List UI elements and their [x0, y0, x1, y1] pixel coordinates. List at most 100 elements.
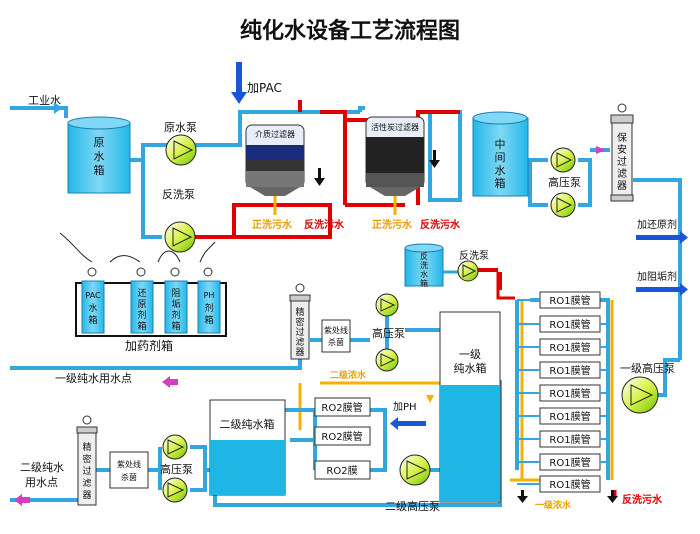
label-backwash-pump: 反洗泵: [162, 188, 195, 201]
svg-text:水: 水: [495, 164, 506, 177]
svg-text:RO1膜管: RO1膜管: [549, 387, 590, 400]
label-backwash-sewage: 反洗污水: [622, 493, 663, 506]
svg-text:密: 密: [295, 316, 304, 328]
svg-text:紫处线: 紫处线: [324, 325, 348, 335]
dosing-tanks: PAC 水 箱 还 原 剂 箱 阻 垢 剂 箱 PH 剂 箱: [59, 232, 227, 337]
svg-text:杀菌: 杀菌: [121, 472, 137, 482]
svg-text:箱: 箱: [137, 320, 146, 332]
label-primary-use-point: 一级纯水用水点: [55, 372, 132, 385]
svg-text:安: 安: [617, 143, 627, 156]
svg-text:PAC: PAC: [85, 291, 101, 300]
label-secondary-concentrate: 二级浓水: [330, 369, 367, 381]
page-title: 纯化水设备工艺流程图: [240, 18, 460, 44]
svg-text:活性炭过滤器: 活性炭过滤器: [371, 122, 419, 132]
svg-text:RO1膜管: RO1膜管: [549, 478, 590, 491]
svg-text:RO2膜管: RO2膜管: [321, 401, 362, 414]
raw-water-pump: [165, 134, 197, 166]
raw-water-tank: 原 水 箱: [67, 116, 131, 194]
svg-text:箱: 箱: [171, 320, 180, 332]
label-backwash-pump-2: 反洗泵: [459, 250, 489, 262]
svg-text:RO1膜管: RO1膜管: [549, 341, 590, 354]
high-pressure-pumps-3: [162, 434, 188, 503]
svg-text:杀菌: 杀菌: [328, 337, 344, 347]
svg-text:二级纯水箱: 二级纯水箱: [220, 417, 275, 431]
bottom-down-arrows: [517, 490, 618, 503]
label-primary-hp-pump: 一级高压泵: [620, 361, 675, 375]
ro1-membranes: RO1膜管 RO1膜管 RO1膜管 RO1膜管 RO1膜管 RO1膜管 RO1膜…: [539, 291, 601, 493]
svg-text:滤: 滤: [295, 336, 304, 348]
svg-text:精: 精: [82, 441, 91, 453]
ro2-membranes: RO2膜管 RO2膜管 RO2膜: [314, 397, 371, 480]
svg-text:RO1膜管: RO1膜管: [549, 318, 590, 331]
svg-text:箱: 箱: [495, 176, 506, 190]
label-backwash-waste-2: 反洗污水: [420, 218, 461, 231]
svg-text:RO1膜管: RO1膜管: [549, 433, 590, 446]
label-rinse-waste-1: 正洗污水: [252, 218, 293, 231]
precision-filter-2: 精 密 过 滤 器: [76, 415, 98, 506]
svg-text:原: 原: [94, 136, 105, 149]
svg-text:紫处线: 紫处线: [117, 459, 141, 469]
svg-text:介质过滤器: 介质过滤器: [255, 129, 295, 139]
svg-text:水: 水: [88, 302, 97, 314]
mid-red-pipes: [496, 272, 617, 497]
svg-text:RO2膜: RO2膜: [326, 465, 357, 477]
svg-text:器: 器: [82, 490, 91, 501]
svg-text:密: 密: [82, 453, 91, 465]
svg-text:器: 器: [295, 347, 304, 358]
orange-down-arrow: [426, 395, 434, 403]
svg-text:精: 精: [295, 306, 304, 318]
magenta-arrow-3: [14, 494, 30, 506]
magenta-arrow-2: [162, 376, 178, 388]
svg-text:反: 反: [420, 251, 428, 261]
label-add-ph: 加PH: [393, 401, 417, 413]
blue-arrow-antiscalant: [636, 283, 688, 296]
svg-text:过: 过: [82, 465, 91, 477]
pac-arrow: [231, 62, 247, 104]
svg-text:箱: 箱: [94, 163, 105, 177]
label-secondary-use-point-2: 用水点: [25, 476, 58, 489]
svg-text:一级: 一级: [459, 348, 481, 361]
label-industrial-water: 工业水: [28, 94, 61, 107]
precision-filter-1: 精 密 过 滤 器: [289, 283, 311, 360]
svg-text:原: 原: [137, 299, 146, 310]
intermediate-tank: 中 间 水 箱: [472, 111, 529, 197]
label-primary-concentrate: 一级浓水: [535, 499, 572, 511]
svg-text:箱: 箱: [420, 278, 428, 288]
svg-text:PH: PH: [204, 291, 215, 300]
svg-text:剂: 剂: [204, 302, 213, 314]
secondary-high-pressure-pump: [399, 454, 431, 486]
label-backwash-waste-1: 反洗污水: [304, 218, 345, 231]
ro1-connectors: [517, 299, 608, 485]
magenta-arrow-1: [596, 146, 606, 154]
label-secondary-hp-pump: 二级高压泵: [385, 499, 440, 513]
media-filter: 介质过滤器: [245, 124, 305, 196]
svg-text:RO1膜管: RO1膜管: [549, 410, 590, 423]
label-secondary-use-point-1: 二级纯水: [20, 461, 64, 474]
svg-text:还: 还: [137, 287, 146, 299]
svg-text:中: 中: [495, 138, 506, 151]
svg-text:阻: 阻: [171, 288, 180, 299]
svg-text:保: 保: [617, 131, 627, 144]
high-pressure-pumps-1: [550, 147, 576, 218]
backwash-tank: 反 洗 水 箱: [404, 243, 444, 288]
blue-arrow-ph: [390, 417, 426, 430]
label-high-pressure-pump-2: 高压泵: [372, 326, 405, 340]
blue-arrow-reductant: [636, 231, 688, 244]
secondary-pure-water-tank: 二级纯水箱: [209, 399, 286, 496]
svg-text:RO2膜管: RO2膜管: [321, 430, 362, 443]
backwash-pump: [164, 221, 196, 253]
label-rinse-waste-2: 正洗污水: [372, 218, 413, 231]
svg-text:水: 水: [94, 150, 105, 163]
high-pressure-pumps-2: [375, 293, 399, 372]
svg-text:滤: 滤: [82, 477, 91, 489]
svg-text:箱: 箱: [204, 314, 213, 326]
svg-text:间: 间: [495, 151, 506, 164]
svg-text:RO1膜管: RO1膜管: [549, 456, 590, 469]
svg-text:滤: 滤: [617, 167, 627, 180]
svg-text:垢: 垢: [171, 298, 180, 310]
svg-text:RO1膜管: RO1膜管: [549, 294, 590, 307]
backwash-pump-2: [443, 260, 479, 282]
label-high-pressure-pump-3: 高压泵: [160, 462, 193, 476]
label-add-pac: 加PAC: [247, 81, 282, 95]
